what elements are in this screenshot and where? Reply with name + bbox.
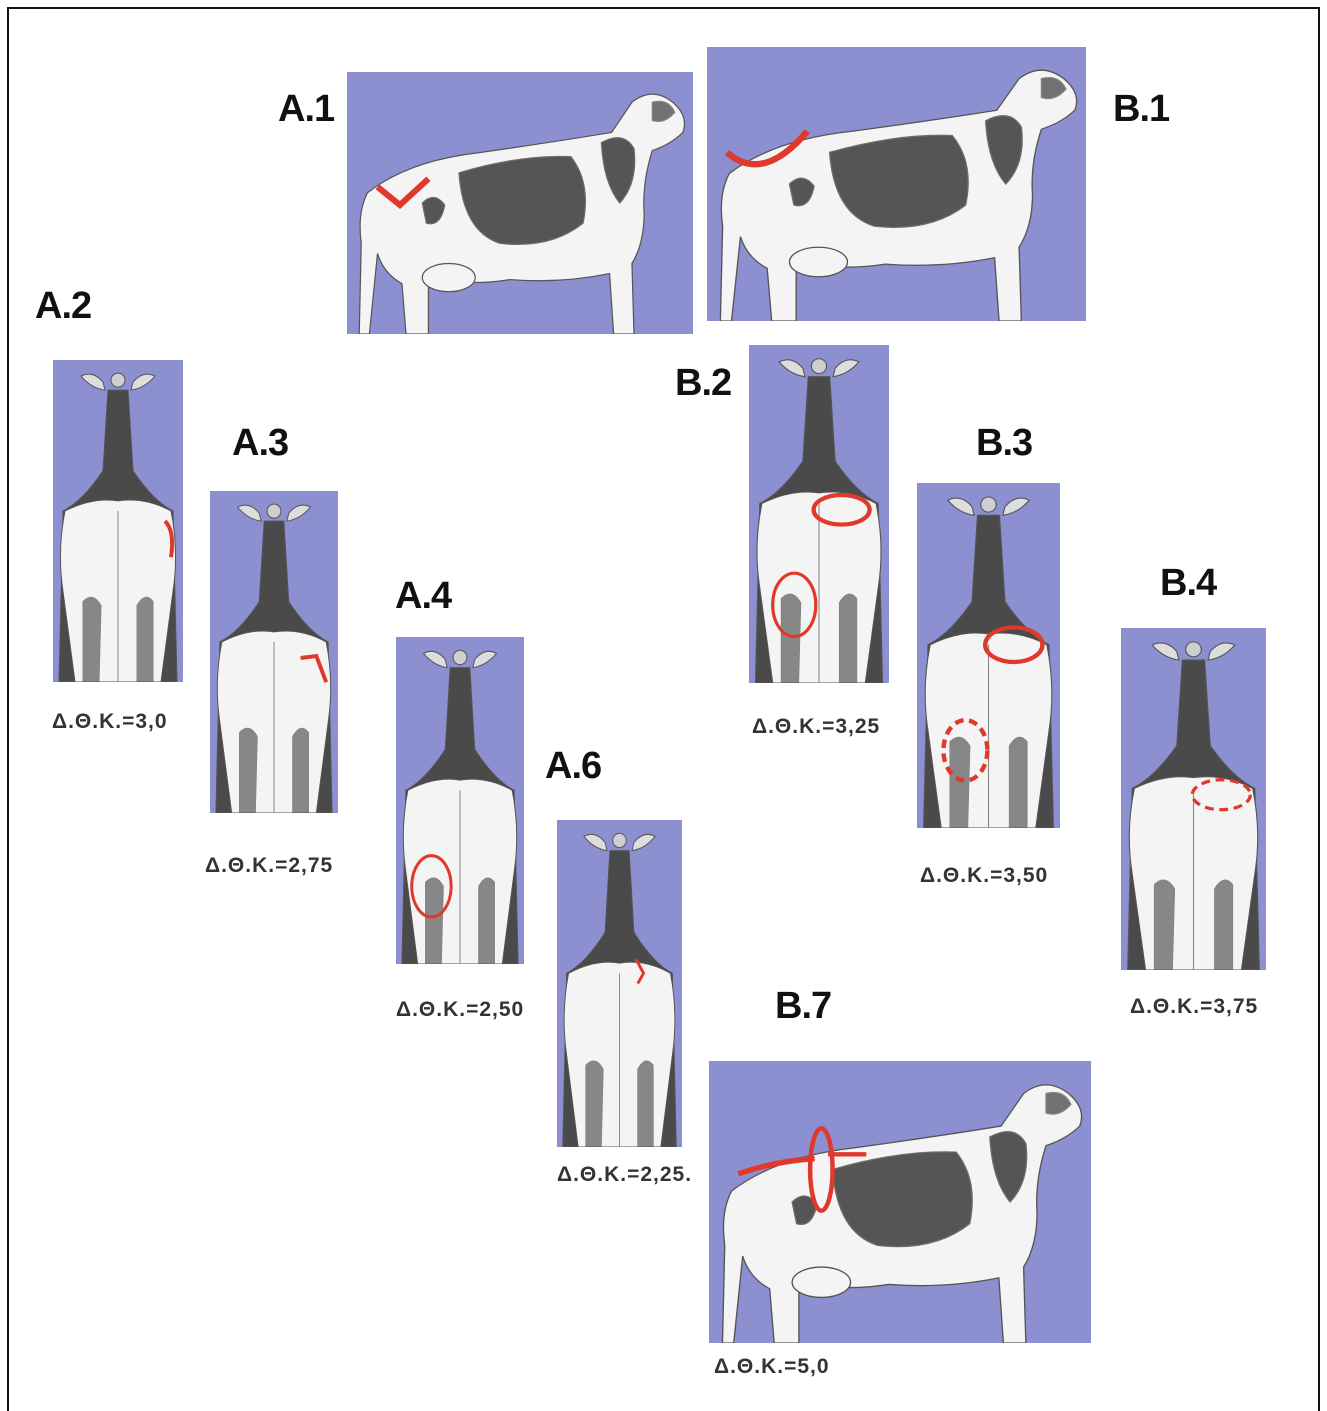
panel-label-a4: A.4 bbox=[395, 575, 451, 618]
score-a6: Δ.Θ.Κ.=2,25. bbox=[557, 1163, 692, 1187]
cow-rear-image-b4 bbox=[1121, 628, 1266, 970]
cow-side-image-a1 bbox=[347, 72, 693, 334]
cow-side-image-b7 bbox=[709, 1061, 1091, 1343]
panel-label-a2: A.2 bbox=[35, 285, 91, 328]
score-a3: Δ.Θ.Κ.=2,75 bbox=[205, 854, 333, 878]
panel-label-b3: B.3 bbox=[976, 422, 1032, 465]
cow-rear-image-a4 bbox=[396, 637, 524, 964]
cow-rear-image-b2 bbox=[749, 345, 889, 683]
panel-label-b1: B.1 bbox=[1113, 88, 1169, 131]
cow-rear-image-a6 bbox=[557, 820, 682, 1147]
score-a2: Δ.Θ.Κ.=3,0 bbox=[52, 710, 168, 734]
cow-rear-image-a3 bbox=[210, 491, 338, 813]
cow-side-image-b1 bbox=[707, 47, 1086, 321]
cow-rear-image-b3 bbox=[917, 483, 1060, 828]
panel-label-a3: A.3 bbox=[232, 422, 288, 465]
score-b2: Δ.Θ.Κ.=3,25 bbox=[752, 715, 880, 739]
score-a4: Δ.Θ.Κ.=2,50 bbox=[396, 998, 524, 1022]
score-b3: Δ.Θ.Κ.=3,50 bbox=[920, 864, 1048, 888]
score-b7: Δ.Θ.Κ.=5,0 bbox=[714, 1355, 830, 1379]
panel-label-b4: B.4 bbox=[1160, 562, 1216, 605]
score-b4: Δ.Θ.Κ.=3,75 bbox=[1130, 995, 1258, 1019]
panel-label-b2: B.2 bbox=[675, 362, 731, 405]
panel-label-a6: A.6 bbox=[545, 745, 601, 788]
panel-label-b7: B.7 bbox=[775, 985, 831, 1028]
panel-label-a1: A.1 bbox=[278, 88, 334, 131]
cow-rear-image-a2 bbox=[53, 360, 183, 682]
